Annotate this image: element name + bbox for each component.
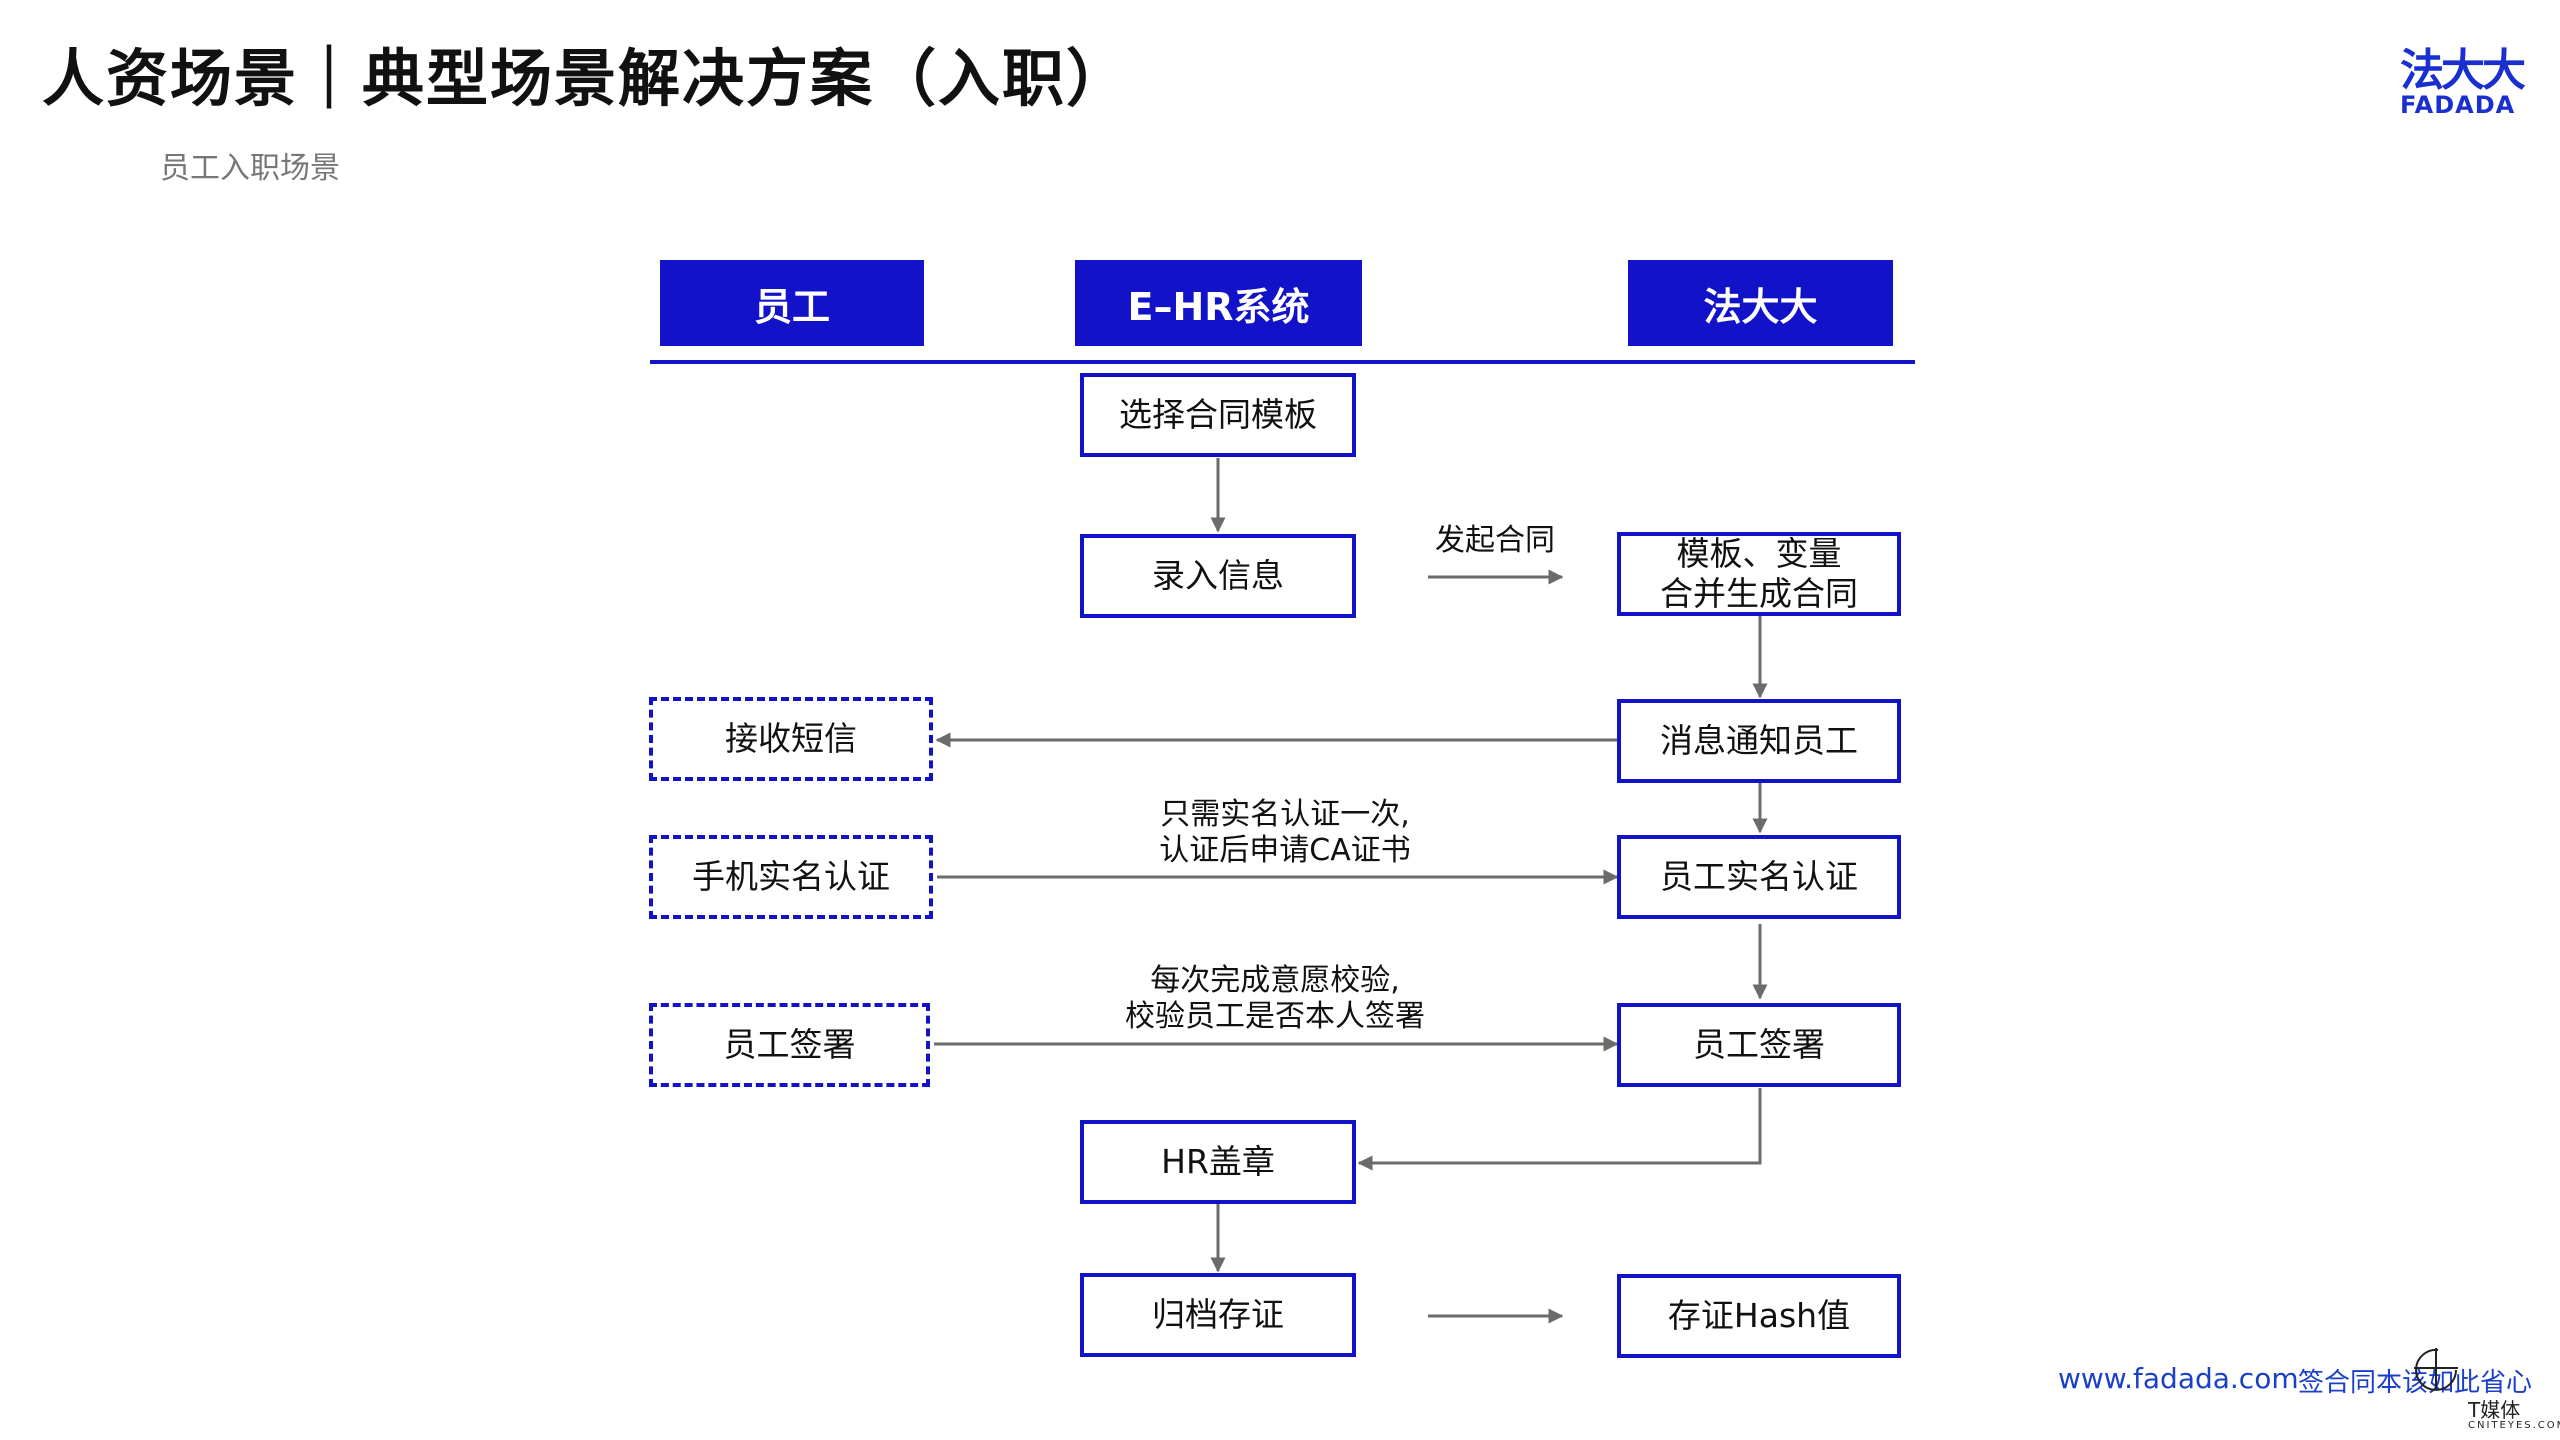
label-verify-line2: 认证后申请CA证书: [1159, 833, 1411, 868]
lane-header-employee: 员工: [660, 260, 924, 346]
node-employee-sign-right: 员工签署: [1617, 1003, 1901, 1087]
watermark-icon: [2414, 1348, 2458, 1391]
node-mobile-verify: 手机实名认证: [649, 835, 933, 919]
node-merge-contract: 模板、变量 合并生成合同: [1617, 532, 1901, 616]
lane-header-ehr: E–HR系统: [1075, 260, 1362, 346]
node-enter-info: 录入信息: [1080, 534, 1356, 618]
node-employee-verify: 员工实名认证: [1617, 835, 1901, 919]
node-merge-line2: 合并生成合同: [1660, 574, 1858, 613]
footer-url: www.fadada.com: [2058, 1362, 2299, 1395]
label-verify-line1: 只需实名认证一次,: [1160, 797, 1410, 832]
logo-cn-text: 法大大: [2400, 45, 2526, 96]
lane-header-fadada: 法大大: [1628, 260, 1893, 346]
label-sign-line2: 校验员工是否本人签署: [1125, 999, 1425, 1034]
node-hr-seal: HR盖章: [1080, 1120, 1356, 1204]
fadada-logo: 法大大 FADADA: [2400, 45, 2530, 119]
node-archive: 归档存证: [1080, 1273, 1356, 1357]
footer-slogan: 签合同本该如此省心: [2298, 1368, 2533, 1398]
watermark-en: CNITEYES.COM: [2468, 1420, 2560, 1431]
page-subtitle: 员工入职场景: [160, 151, 340, 186]
node-select-template: 选择合同模板: [1080, 373, 1356, 457]
node-notify-employee: 消息通知员工: [1617, 699, 1901, 783]
node-receive-sms: 接收短信: [649, 697, 933, 781]
label-sign-line1: 每次完成意愿校验,: [1150, 963, 1400, 998]
arrow-sign-to-hr-seal: [1357, 1088, 1762, 1171]
node-merge-line1: 模板、变量: [1676, 534, 1842, 573]
logo-en-text: FADADA: [2400, 91, 2516, 119]
node-hash: 存证Hash值: [1617, 1274, 1901, 1358]
lane-header-divider: [650, 360, 1915, 364]
page-title: 人资场景｜典型场景解决方案（入职）: [42, 42, 1131, 115]
node-employee-sign-left: 员工签署: [649, 1003, 930, 1087]
label-initiate-contract: 发起合同: [1435, 523, 1555, 558]
watermark-cn: T媒体: [2468, 1398, 2521, 1422]
